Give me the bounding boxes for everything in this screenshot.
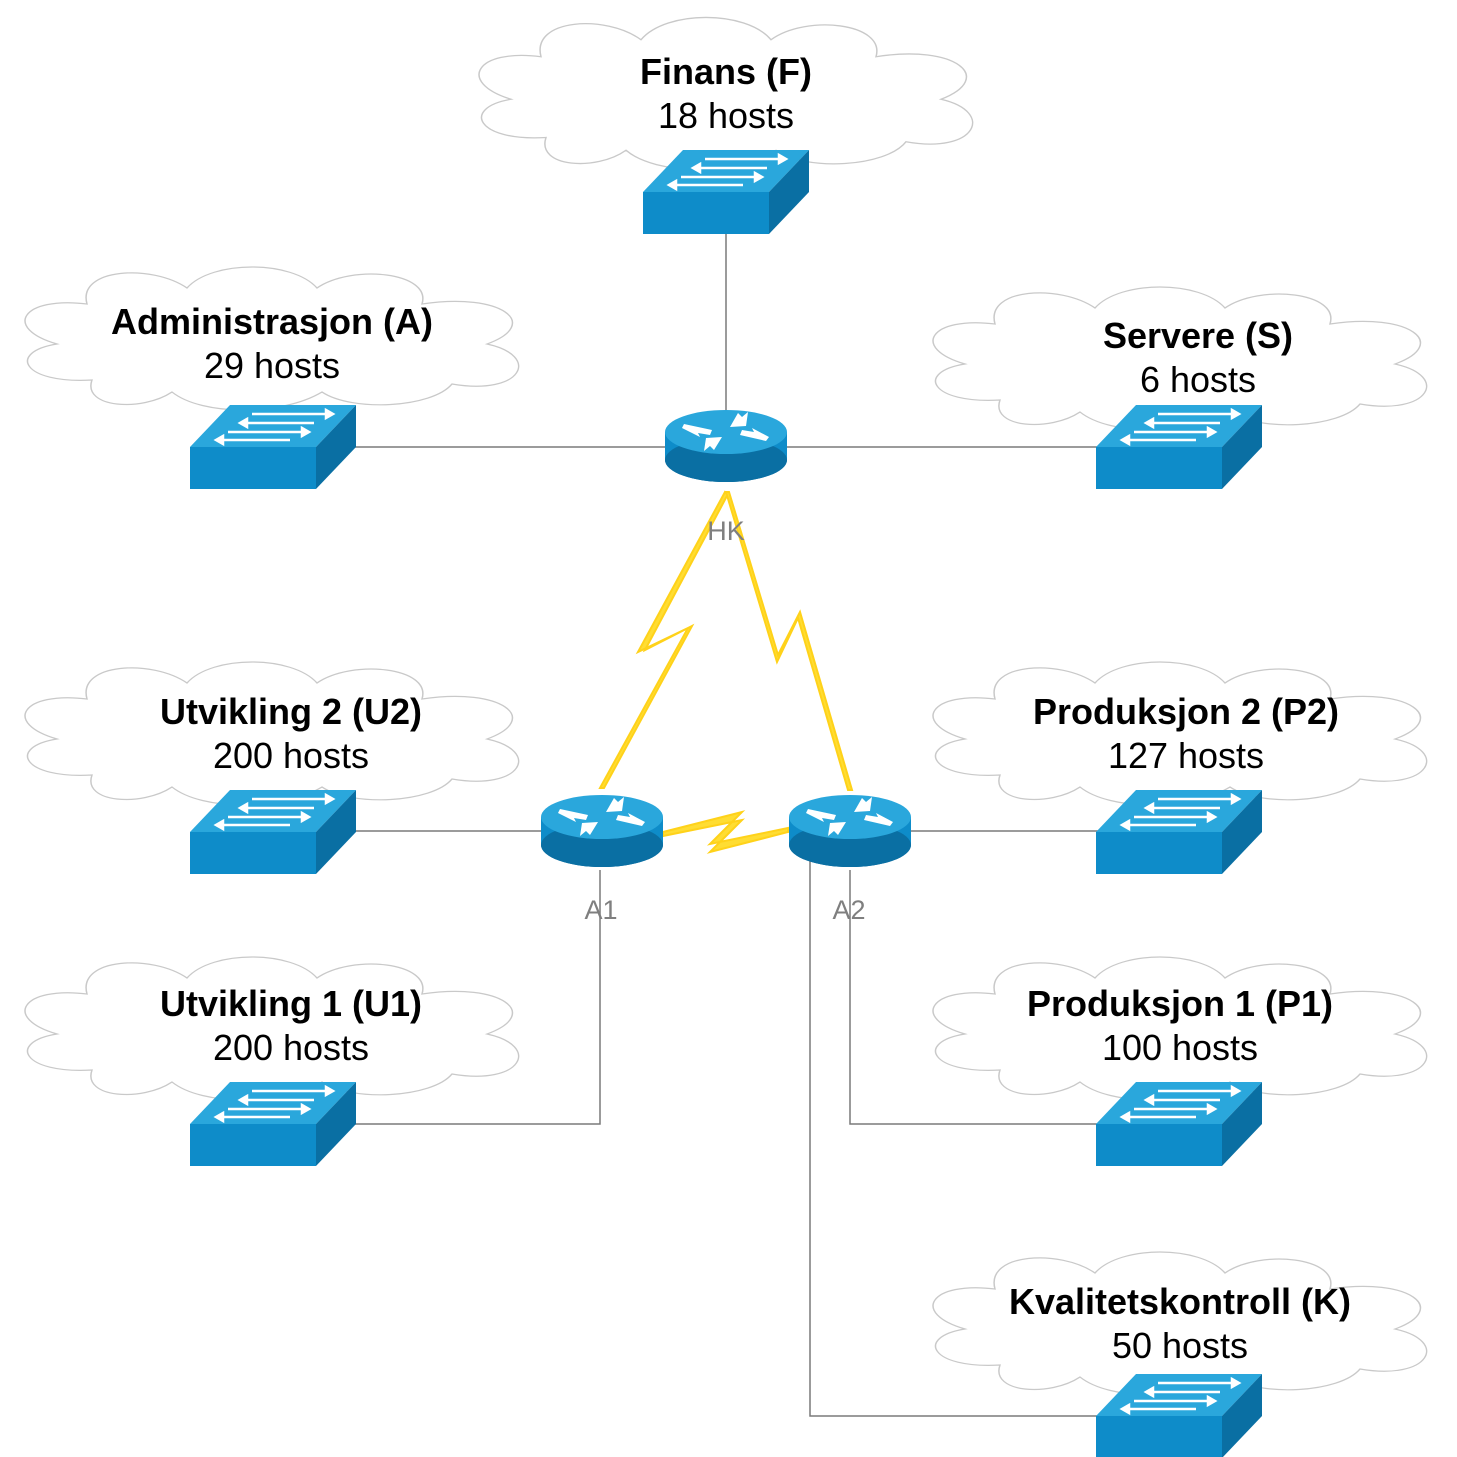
network-name-produksjon1: Produksjon 1 (P1) <box>1027 983 1333 1024</box>
network-hosts-administrasjon: 29 hosts <box>204 345 340 386</box>
network-name-utvikling2: Utvikling 2 (U2) <box>160 691 422 732</box>
network-name-servere: Servere (S) <box>1103 315 1293 356</box>
cloud-produksjon2 <box>932 661 1428 806</box>
network-hosts-utvikling2: 200 hosts <box>213 735 369 776</box>
network-hosts-kvalitetskontroll: 50 hosts <box>1112 1325 1248 1366</box>
router-icon <box>541 795 663 867</box>
cloud-finans <box>478 16 974 171</box>
link-a1-utvikling1 <box>355 870 601 1125</box>
router-label-a1: A1 <box>584 895 617 925</box>
cloud-kvalitetskontroll <box>932 1251 1428 1396</box>
link-a2-kvalitetskontroll <box>809 860 1098 1417</box>
network-name-produksjon2: Produksjon 2 (P2) <box>1033 691 1339 732</box>
network-hosts-servere: 6 hosts <box>1140 359 1256 400</box>
network-name-kvalitetskontroll: Kvalitetskontroll (K) <box>1009 1281 1351 1322</box>
serial-link-hk-a1 <box>598 490 730 789</box>
network-hosts-produksjon1: 100 hosts <box>1102 1027 1258 1068</box>
serial-links <box>598 490 854 854</box>
network-hosts-finans: 18 hosts <box>658 95 794 136</box>
network-name-utvikling1: Utvikling 1 (U1) <box>160 983 422 1024</box>
router-label-a2: A2 <box>832 895 865 925</box>
network-name-administrasjon: Administrasjon (A) <box>111 301 433 342</box>
network-name-finans: Finans (F) <box>640 51 812 92</box>
network-hosts-produksjon2: 127 hosts <box>1108 735 1264 776</box>
switch-icon <box>188 403 358 491</box>
router-icon <box>789 795 911 867</box>
link-a2-produksjon1 <box>849 870 1098 1125</box>
ethernet-links <box>355 230 1098 1417</box>
serial-link-a1-a2 <box>662 810 789 854</box>
router-icon <box>665 410 787 482</box>
cloud-utvikling2 <box>24 661 520 806</box>
router-label-hk: HK <box>707 516 745 546</box>
network-hosts-utvikling1: 200 hosts <box>213 1027 369 1068</box>
serial-link-hk-a2 <box>724 491 854 791</box>
